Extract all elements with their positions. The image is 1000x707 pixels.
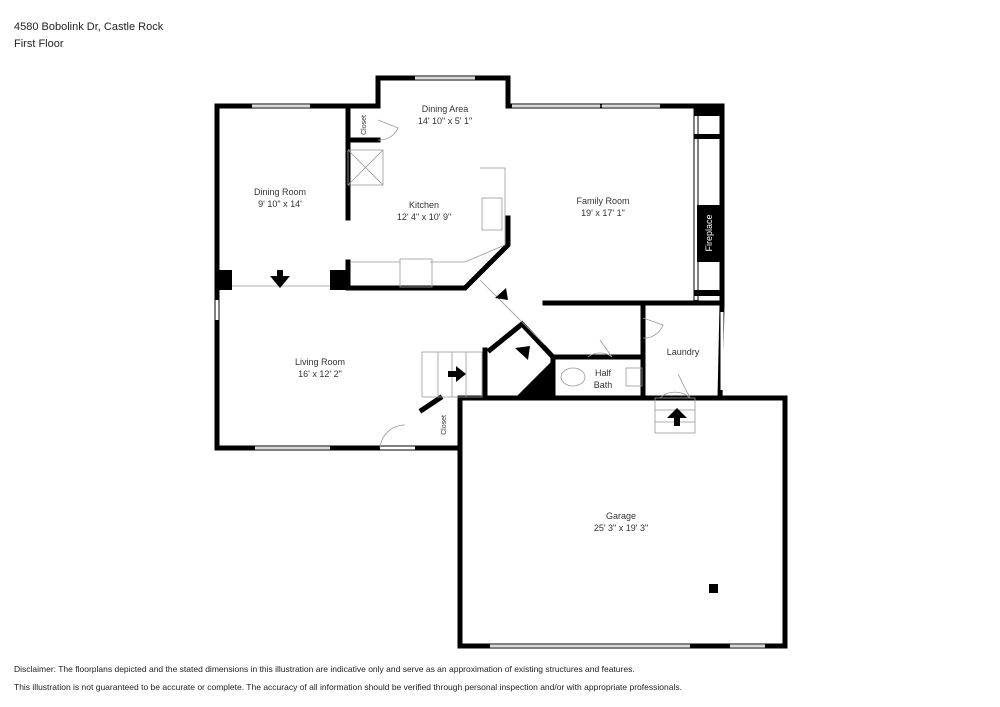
room-dims: 9' 10" x 14' xyxy=(258,199,302,209)
room-labels: Dining Area 14' 10" x 5' 1" Dining Room … xyxy=(254,104,700,533)
room-name: Dining Room xyxy=(254,187,306,197)
disclaimer-line-2: This illustration is not guaranteed to b… xyxy=(14,682,682,692)
room-name: Living Room xyxy=(295,357,345,367)
solid-marks xyxy=(215,106,722,593)
room-dims: 12' 4" x 10' 9" xyxy=(397,212,451,222)
disclaimer-line-1: Disclaimer: The floorplans depicted and … xyxy=(14,664,635,674)
fireplace: Fireplace xyxy=(697,205,721,262)
address: 4580 Bobolink Dr, Castle Rock xyxy=(14,21,164,33)
room-dims: 14' 10" x 5' 1" xyxy=(418,116,472,126)
garage-post xyxy=(709,584,718,593)
closet-label: Closet xyxy=(361,115,368,135)
half-bath-label: Half xyxy=(595,368,612,378)
room-name: Dining Area xyxy=(422,104,469,114)
room-dims: 16' x 12' 2" xyxy=(298,369,342,379)
room-dims: 25' 3" x 19' 3" xyxy=(594,523,648,533)
room-dims: 19' x 17' 1" xyxy=(581,208,625,218)
fireplace-label: Fireplace xyxy=(704,214,714,251)
closet-label: Closet xyxy=(441,415,448,435)
room-name: Family Room xyxy=(576,196,629,206)
half-bath-label: Bath xyxy=(594,380,613,390)
room-name: Kitchen xyxy=(409,200,439,210)
floor-name: First Floor xyxy=(14,38,64,50)
room-name: Garage xyxy=(606,511,636,521)
laundry-label: Laundry xyxy=(667,347,700,357)
arrows xyxy=(270,270,687,426)
